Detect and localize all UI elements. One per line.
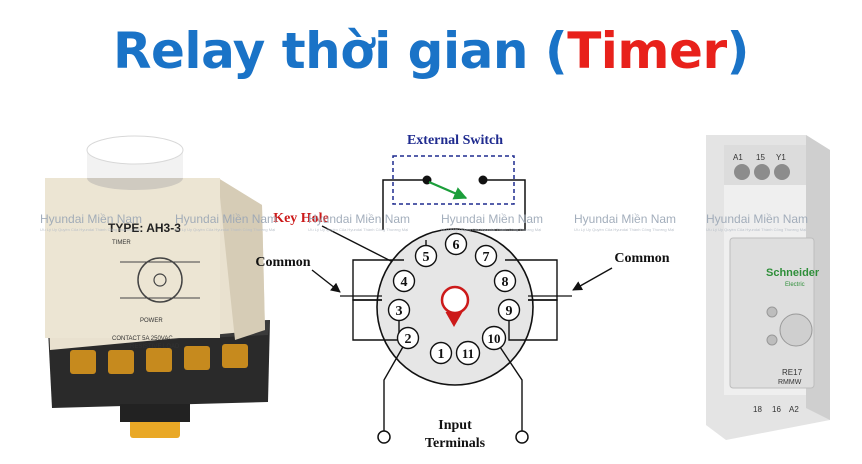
external-switch-label: External Switch — [407, 133, 503, 148]
pin-4-label: 4 — [401, 275, 408, 290]
release-clip — [130, 418, 180, 438]
terminal-screw-icon — [184, 346, 210, 370]
common-right-label: Common — [614, 251, 669, 266]
terminal-screw-icon — [774, 164, 790, 180]
pin-8-label: 8 — [502, 275, 509, 290]
key-hole-label: Key Hole — [273, 211, 329, 226]
title-close: ) — [726, 22, 750, 80]
pin-2-label: 2 — [405, 332, 412, 347]
input-terminal-right — [515, 430, 529, 444]
device-timer-label: TIMER — [112, 240, 131, 246]
common-right-arrow — [572, 267, 613, 291]
terminal-label-a1: A1 — [733, 153, 743, 162]
pin-4 — [392, 269, 416, 293]
page-title: Relay thời gian (Timer) — [0, 22, 862, 80]
brand-logo: Schneider — [766, 267, 820, 279]
terminal-screw-icon — [108, 350, 134, 374]
input-terminal-left — [377, 430, 391, 444]
common-left-arrow — [311, 269, 341, 293]
device-power-label: POWER — [140, 318, 163, 324]
pin-5 — [414, 244, 438, 268]
brand-sub-label: Electric — [785, 282, 805, 288]
pin-9-label: 9 — [506, 304, 513, 319]
terminal-label-y1: Y1 — [776, 153, 786, 162]
terminal-label-15: 15 — [756, 153, 765, 162]
title-highlight: Timer — [567, 22, 727, 80]
switch-contact-icon — [478, 175, 488, 185]
socket-pins: 1 2 3 4 5 6 7 8 9 10 11 — [387, 232, 521, 366]
time-setting-dial — [779, 313, 813, 347]
terminal-label-16: 16 — [772, 405, 781, 414]
pin-3-label: 3 — [396, 304, 403, 319]
pin-11 — [455, 340, 481, 366]
pin-1 — [429, 341, 453, 365]
terminal-screw-icon — [146, 348, 172, 372]
pin-6-label: 6 — [453, 238, 460, 253]
common-left-label: Common — [255, 255, 310, 270]
pin-8 — [493, 269, 517, 293]
switch-lever-arrow-icon — [428, 180, 468, 200]
pin-7 — [474, 244, 498, 268]
key-hole-icon — [440, 285, 470, 315]
pin-3 — [387, 298, 411, 322]
model-label: RE17 — [782, 368, 803, 377]
pin-1-label: 1 — [438, 347, 445, 362]
input-terminals-label-line1: Input — [438, 418, 472, 433]
pin-5-label: 5 — [423, 250, 430, 265]
input-terminals-label-line2: Terminals — [425, 436, 486, 451]
pin-10-label: 10 — [488, 331, 501, 346]
model-sub-label: RMMW — [778, 379, 802, 386]
terminal-screw-icon — [734, 164, 750, 180]
device-load-label: RESISTIVE LOAD — [130, 344, 180, 350]
terminal-screw-icon — [754, 164, 770, 180]
device-contact-label: CONTACT 5A 250VAC — [112, 336, 173, 342]
terminal-screw-icon — [222, 344, 248, 368]
terminal-screw-icon — [70, 350, 96, 374]
title-main: Relay thời gian ( — [113, 22, 568, 80]
terminal-label-18: 18 — [753, 405, 762, 414]
pin-6 — [444, 232, 468, 256]
pin-11-label: 11 — [462, 346, 474, 361]
pin-9 — [497, 298, 521, 322]
pin-10 — [481, 325, 507, 351]
terminal-label-a2: A2 — [789, 405, 799, 414]
device-type-label: TYPE: AH3-3 — [108, 221, 181, 235]
pin-2 — [396, 326, 420, 350]
pin-7-label: 7 — [483, 250, 490, 265]
